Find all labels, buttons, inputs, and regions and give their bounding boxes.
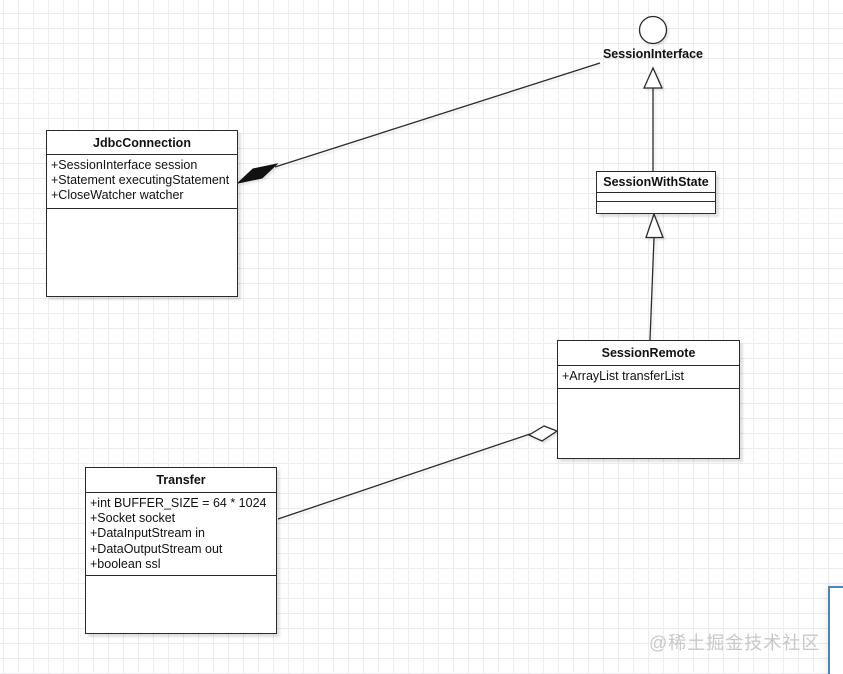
watermark: @稀土掘金技术社区: [649, 633, 821, 653]
class-methods: [86, 576, 276, 633]
generalization-triangle-icon[interactable]: [645, 212, 664, 239]
class-title: SessionWithState: [597, 172, 715, 193]
class-title: JdbcConnection: [47, 131, 237, 155]
class-attributes: [597, 193, 715, 202]
generalization-link-line[interactable]: [649, 237, 655, 341]
attribute-row: +CloseWatcher watcher: [51, 188, 184, 203]
attribute-row: +SessionInterface session: [51, 158, 198, 172]
composition-diamond-icon[interactable]: [236, 163, 279, 184]
class-methods: [47, 209, 237, 296]
attribute-row: +DataInputStream in: [90, 526, 205, 541]
interface-label: SessionInterface: [602, 47, 704, 61]
attribute-row: +int BUFFER_SIZE = 64 * 1024: [90, 496, 267, 510]
class-jdbcconnection[interactable]: JdbcConnection +SessionInterface session…: [46, 130, 238, 297]
attribute-row: +Socket socket: [90, 511, 176, 526]
composition-link-line[interactable]: [274, 62, 601, 168]
interface-lollipop-circle[interactable]: [638, 15, 668, 45]
class-title: SessionRemote: [558, 341, 739, 366]
minimap-panel[interactable]: [828, 586, 843, 674]
class-attributes: +SessionInterface session +Statement exe…: [47, 155, 237, 209]
class-transfer[interactable]: Transfer +int BUFFER_SIZE = 64 * 1024 +S…: [85, 467, 277, 634]
attribute-row: +DataOutputStream out: [90, 541, 223, 556]
class-sessionwithstate[interactable]: SessionWithState: [596, 171, 716, 214]
class-title: Transfer: [86, 468, 276, 493]
class-attributes: +int BUFFER_SIZE = 64 * 1024 +Socket soc…: [86, 493, 276, 576]
realization-triangle-icon[interactable]: [642, 66, 664, 89]
attribute-row: +boolean ssl: [90, 556, 161, 571]
attribute-row: +ArrayList transferList: [562, 369, 684, 383]
aggregation-diamond-icon[interactable]: [527, 425, 559, 442]
class-attributes: +ArrayList transferList: [558, 366, 739, 389]
aggregation-link-line[interactable]: [277, 433, 531, 520]
attribute-row: +Statement executingStatement: [51, 173, 230, 188]
class-sessionremote[interactable]: SessionRemote +ArrayList transferList: [557, 340, 740, 459]
class-methods: [597, 202, 715, 213]
class-methods: [558, 389, 739, 458]
